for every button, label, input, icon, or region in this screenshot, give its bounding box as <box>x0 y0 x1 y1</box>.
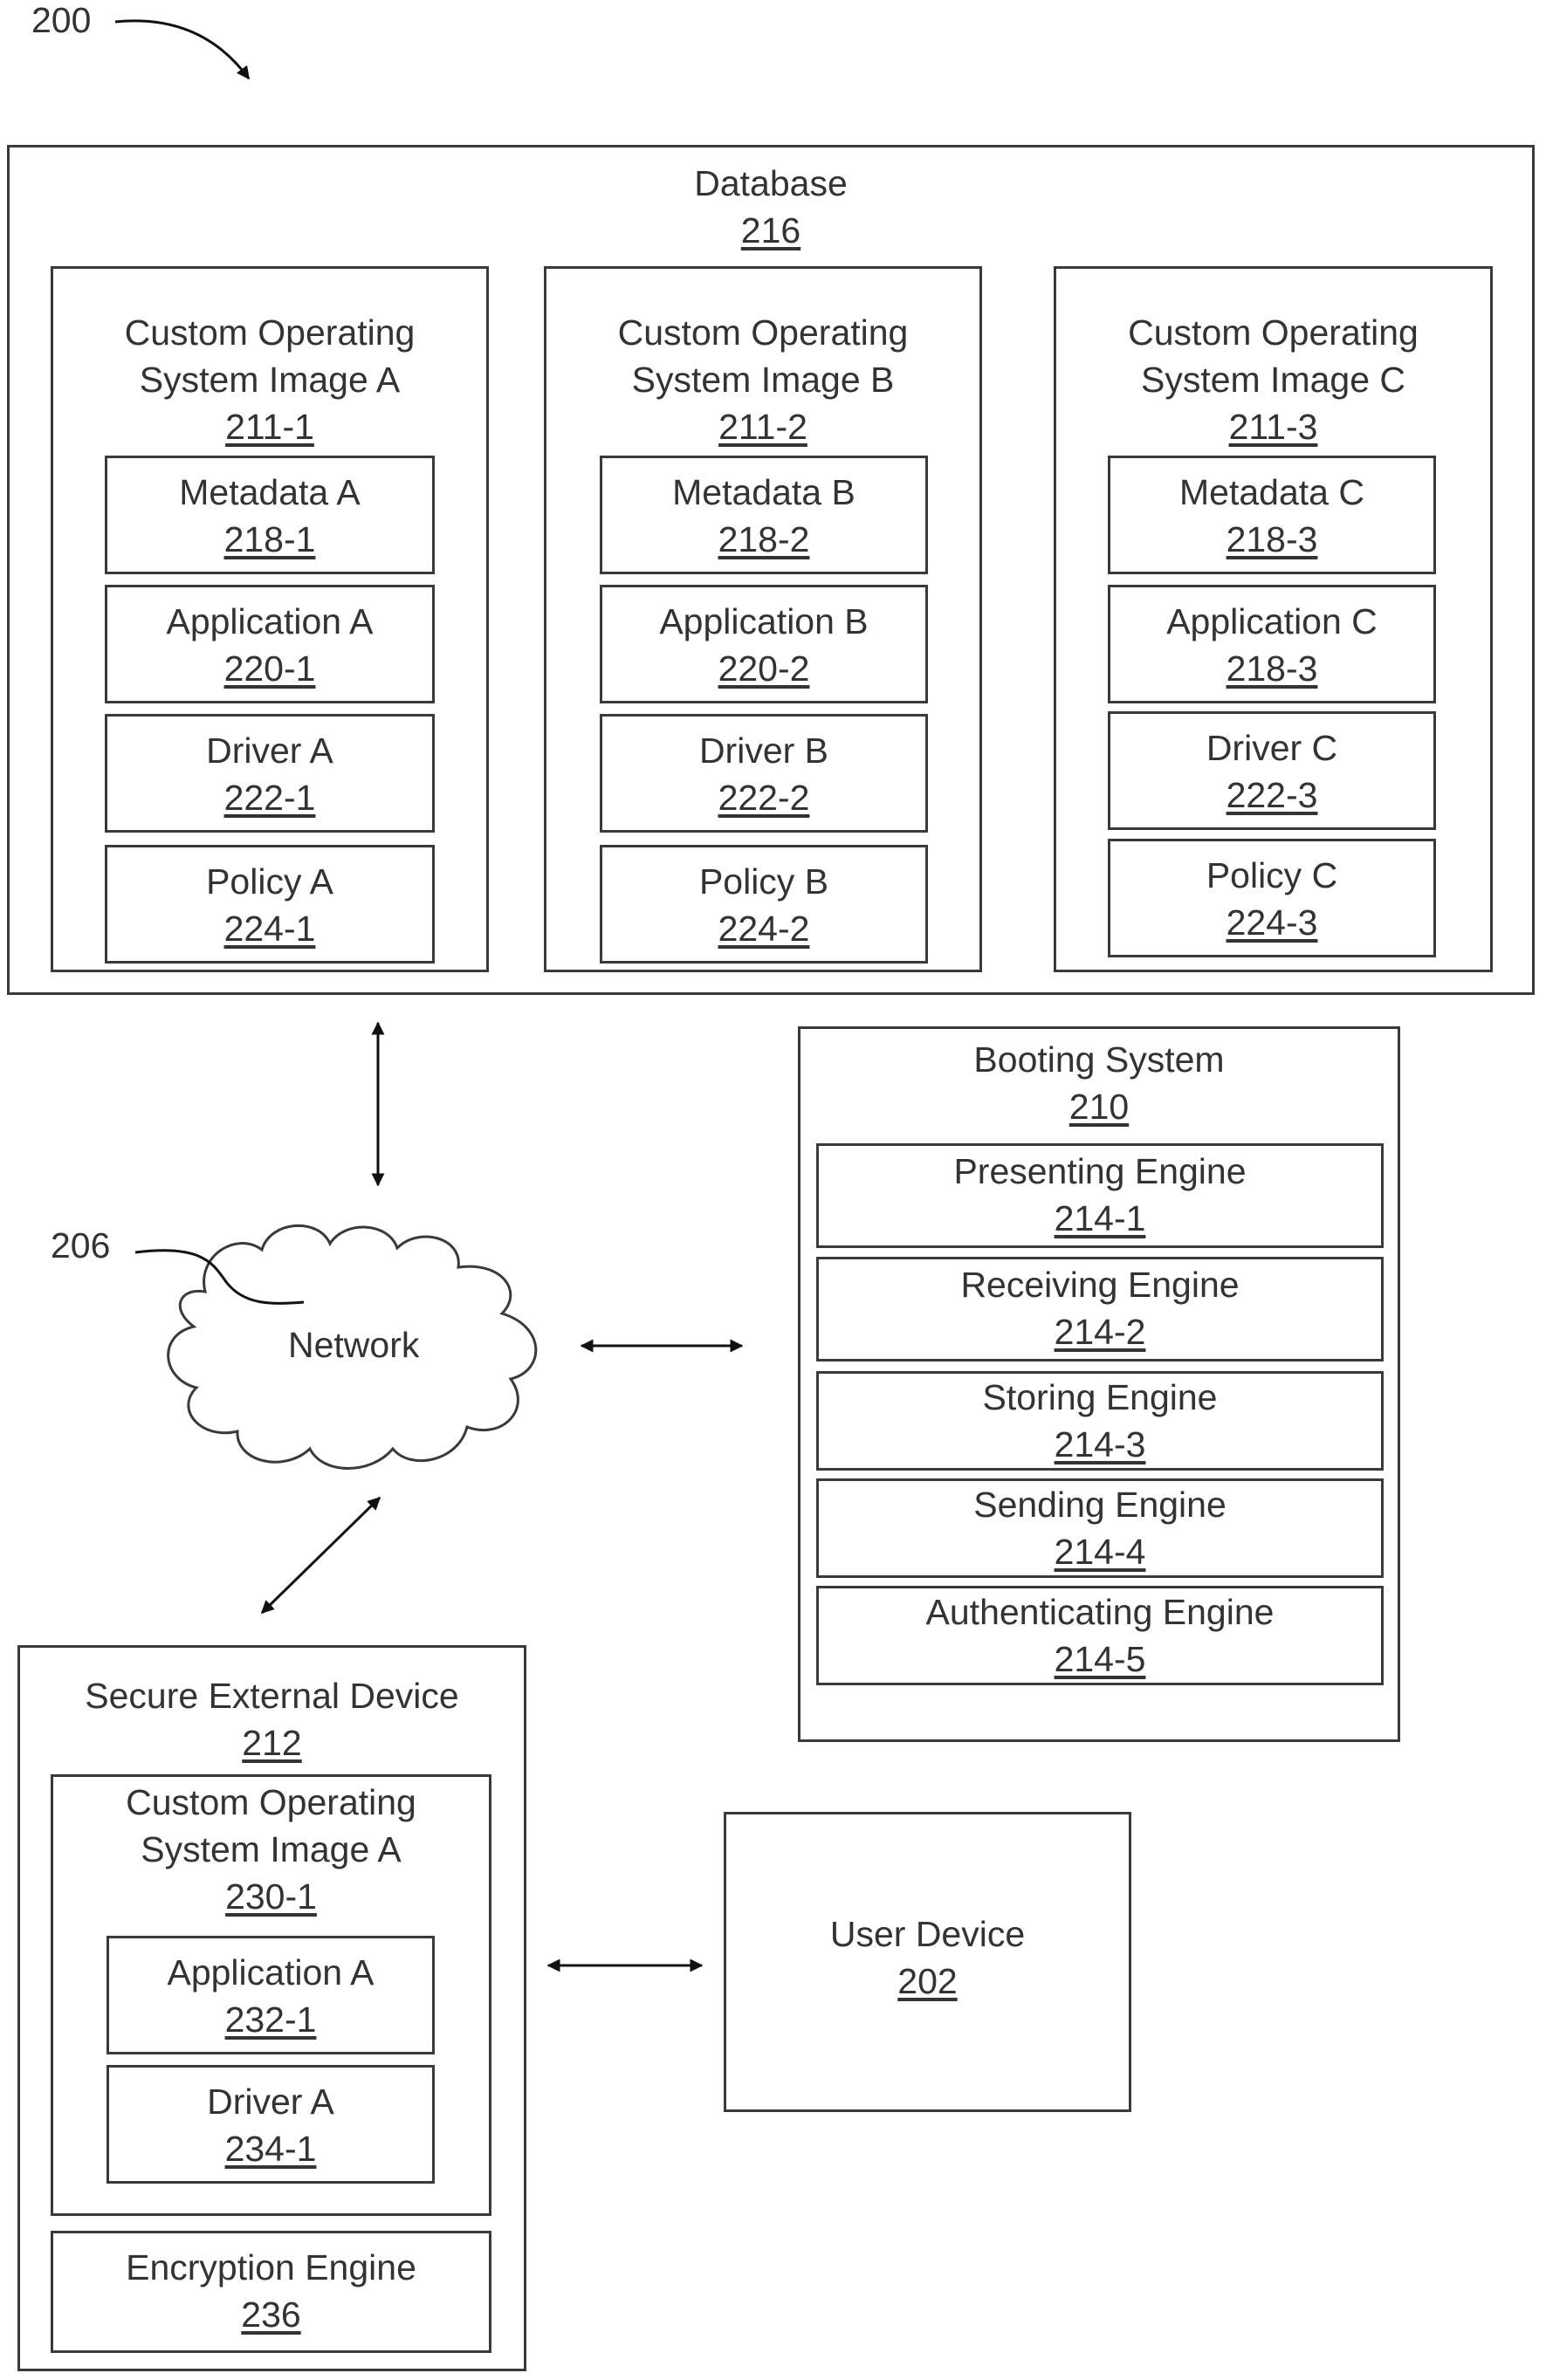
device-driver-a-box: Driver A234-1 <box>107 2065 435 2184</box>
authenticating-engine-box: Authenticating Engine214-5 <box>816 1586 1384 1685</box>
policy-c-box: Policy C224-3 <box>1108 839 1436 957</box>
os-image-number: 230-1 <box>53 1873 489 1920</box>
user-device-number: 202 <box>726 1958 1129 2005</box>
metadata-a-box: Metadata A218-1 <box>105 456 435 574</box>
item-number: 218-1 <box>107 516 432 563</box>
engine-number: 214-5 <box>819 1636 1381 1683</box>
application-a-box: Application A220-1 <box>105 585 435 703</box>
presenting-engine-box: Presenting Engine214-1 <box>816 1143 1384 1248</box>
user-device-label: User Device <box>726 1910 1129 1958</box>
network-label: Network <box>288 1325 419 1366</box>
engine-number: 214-2 <box>819 1308 1381 1355</box>
item-label: Policy B <box>602 858 925 905</box>
engine-number: 214-3 <box>819 1421 1381 1468</box>
item-label: Driver C <box>1110 724 1433 772</box>
engine-number: 214-1 <box>819 1195 1381 1242</box>
item-number: 224-3 <box>1110 899 1433 946</box>
database-number: 216 <box>10 207 1532 254</box>
device-application-a-box: Application A232-1 <box>107 1936 435 2054</box>
item-number: 232-1 <box>109 1996 432 2043</box>
item-label: Application A <box>109 1949 432 1996</box>
booting-system-number: 210 <box>800 1083 1398 1130</box>
os-image-title: Custom Operating <box>546 309 979 356</box>
secure-device-number: 212 <box>20 1719 524 1766</box>
item-label: Driver B <box>602 727 925 774</box>
storing-engine-box: Storing Engine214-3 <box>816 1371 1384 1471</box>
item-label: Application C <box>1110 598 1433 645</box>
engine-label: Storing Engine <box>819 1374 1381 1421</box>
os-image-title: System Image B <box>546 356 979 403</box>
network-device-arrow <box>262 1498 380 1613</box>
os-image-number: 211-2 <box>546 403 979 450</box>
item-label: Application A <box>107 598 432 645</box>
engine-label: Presenting Engine <box>819 1148 1381 1195</box>
engine-label: Authenticating Engine <box>819 1588 1381 1636</box>
encryption-engine-number: 236 <box>53 2291 489 2338</box>
item-number: 224-2 <box>602 905 925 952</box>
user-device-box: User Device 202 <box>724 1812 1131 2112</box>
encryption-engine-label: Encryption Engine <box>53 2244 489 2291</box>
metadata-b-box: Metadata B218-2 <box>600 456 928 574</box>
item-label: Driver A <box>107 727 432 774</box>
driver-a-box: Driver A222-1 <box>105 714 435 833</box>
encryption-engine-box: Encryption Engine236 <box>51 2231 491 2353</box>
network-ref-label: 206 <box>51 1225 110 1266</box>
os-image-title: System Image C <box>1056 356 1490 403</box>
item-label: Metadata B <box>602 469 925 516</box>
item-number: 220-2 <box>602 645 925 692</box>
os-image-number: 211-1 <box>53 403 486 450</box>
booting-system-title: Booting System <box>800 1036 1398 1083</box>
application-b-box: Application B220-2 <box>600 585 928 703</box>
item-label: Metadata C <box>1110 469 1433 516</box>
item-label: Policy A <box>107 858 432 905</box>
item-number: 220-1 <box>107 645 432 692</box>
driver-b-box: Driver B222-2 <box>600 714 928 833</box>
item-number: 222-3 <box>1110 772 1433 819</box>
os-image-title: System Image A <box>53 356 486 403</box>
item-label: Policy C <box>1110 852 1433 899</box>
item-number: 218-3 <box>1110 516 1433 563</box>
os-image-number: 211-3 <box>1056 403 1490 450</box>
item-number: 222-2 <box>602 774 925 821</box>
engine-label: Sending Engine <box>819 1481 1381 1528</box>
metadata-c-box: Metadata C218-3 <box>1108 456 1436 574</box>
item-number: 222-1 <box>107 774 432 821</box>
database-title: Database <box>10 160 1532 207</box>
os-image-title: Custom Operating <box>53 1779 489 1826</box>
item-number: 218-2 <box>602 516 925 563</box>
figure-pointer-arrow <box>115 21 249 79</box>
policy-a-box: Policy A224-1 <box>105 845 435 964</box>
os-image-title: System Image A <box>53 1826 489 1873</box>
item-number: 234-1 <box>109 2125 432 2172</box>
item-number: 224-1 <box>107 905 432 952</box>
policy-b-box: Policy B224-2 <box>600 845 928 964</box>
engine-label: Receiving Engine <box>819 1261 1381 1308</box>
driver-c-box: Driver C222-3 <box>1108 711 1436 830</box>
item-number: 218-3 <box>1110 645 1433 692</box>
application-c-box: Application C218-3 <box>1108 585 1436 703</box>
os-image-title: Custom Operating <box>53 309 486 356</box>
item-label: Metadata A <box>107 469 432 516</box>
receiving-engine-box: Receiving Engine214-2 <box>816 1257 1384 1361</box>
item-label: Driver A <box>109 2078 432 2125</box>
engine-number: 214-4 <box>819 1528 1381 1575</box>
item-label: Application B <box>602 598 925 645</box>
os-image-title: Custom Operating <box>1056 309 1490 356</box>
secure-device-title: Secure External Device <box>20 1672 524 1719</box>
sending-engine-box: Sending Engine214-4 <box>816 1478 1384 1578</box>
